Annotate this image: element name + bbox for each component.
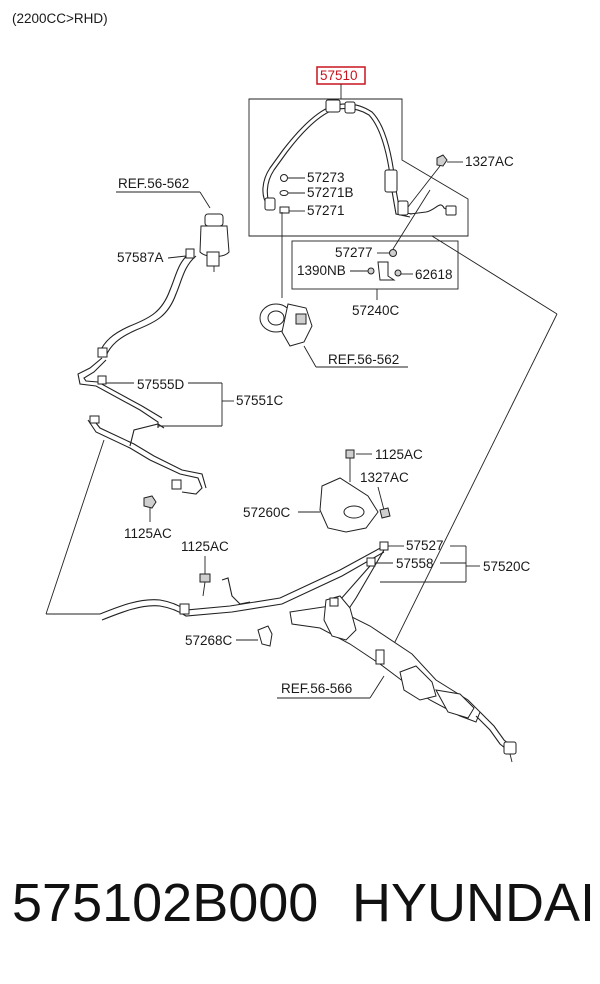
callout-57268C[interactable]: 57268C <box>185 633 233 648</box>
bolt-57277 <box>389 249 397 257</box>
callout-1125AC-c[interactable]: 1125AC <box>181 539 229 554</box>
leader-line <box>407 165 441 208</box>
bracket-57260C <box>319 477 379 533</box>
hose-clamp <box>97 347 108 358</box>
leader-line <box>199 191 211 209</box>
callout-1327AC-mid[interactable]: 1327AC <box>360 470 409 485</box>
callout-REF-56-562-pump[interactable]: REF.56-562 <box>328 352 399 367</box>
rack-boot <box>399 665 437 701</box>
leader-line <box>45 439 105 615</box>
bracket-group-frame <box>291 240 459 290</box>
hose-fitting-pump <box>264 197 276 211</box>
high-pressure-hose-edge <box>266 107 411 218</box>
washer-57271B <box>279 190 289 196</box>
rack-feed-pipe-edge <box>101 551 385 621</box>
pipe-clip <box>171 479 182 490</box>
callout-57587A[interactable]: 57587A <box>117 250 164 265</box>
pump-pulley-hub <box>267 310 285 326</box>
callout-1390NB[interactable]: 1390NB <box>297 263 346 278</box>
rack-pinion-housing <box>323 595 357 641</box>
variant-label: (2200CC>RHD) <box>12 11 108 26</box>
leader-line <box>303 345 317 368</box>
pipe-clip <box>97 375 107 385</box>
bracket-57240C <box>377 261 396 281</box>
hose-fitting <box>384 169 398 193</box>
callout-57551C[interactable]: 57551C <box>236 393 284 408</box>
leader-line <box>392 189 431 250</box>
bolt-1125AC <box>143 495 157 509</box>
clip-57268C <box>257 625 273 647</box>
hose-end-pipe <box>409 204 453 215</box>
hose-end-nut <box>445 205 457 216</box>
cooler-pipe <box>87 419 203 495</box>
callout-57271B[interactable]: 57271B <box>307 185 354 200</box>
tie-rod-stud <box>509 753 513 763</box>
leader-line <box>389 313 558 653</box>
pipe-to-rack-2 <box>347 549 385 611</box>
bolt-shank <box>202 581 206 597</box>
callout-57240C[interactable]: 57240C <box>352 303 400 318</box>
pipe-fitting-57558 <box>366 557 376 567</box>
rack-valve-cap <box>329 597 339 607</box>
callout-57271[interactable]: 57271 <box>307 203 345 218</box>
part-number: 575102B000 <box>12 873 319 933</box>
rack-port <box>375 649 385 665</box>
pump-body <box>281 303 313 347</box>
nut-1327AC <box>436 154 448 167</box>
hose-bracket <box>397 200 409 216</box>
bolt-1125AC-bracket <box>345 449 355 459</box>
callout-57555D[interactable]: 57555D <box>137 377 185 392</box>
bracket-hole <box>343 505 365 519</box>
callout-1125AC-a[interactable]: 1125AC <box>124 526 172 541</box>
callout-57510[interactable]: 57510 <box>320 68 358 83</box>
nut-62618 <box>394 269 402 277</box>
hose-clamp <box>185 248 195 259</box>
hose-group-frame <box>248 98 469 237</box>
suction-hose <box>99 252 191 353</box>
bolt-57273 <box>280 174 288 182</box>
callout-62618[interactable]: 62618 <box>415 267 453 282</box>
rack-boot-outer <box>435 689 475 719</box>
callout-57520C[interactable]: 57520C <box>483 559 531 574</box>
return-pipe-edge <box>83 359 163 419</box>
callout-REF-56-566[interactable]: REF.56-566 <box>281 681 352 696</box>
pipe-clip <box>179 603 190 615</box>
pipe-clip <box>89 415 100 424</box>
pump-port <box>295 313 307 325</box>
nut-1327AC-bracket <box>379 507 391 519</box>
callout-1125AC-b[interactable]: 1125AC <box>375 447 423 462</box>
hose-clamp <box>325 99 341 113</box>
callout-1327AC-top[interactable]: 1327AC <box>465 154 514 169</box>
reservoir-neck <box>206 251 220 267</box>
tie-rod-end <box>503 741 517 755</box>
leader-line <box>377 486 385 511</box>
bolt-1125AC-lower <box>199 573 211 583</box>
pipe-fitting-57527 <box>379 541 389 551</box>
callout-57277[interactable]: 57277 <box>335 245 373 260</box>
pipe-hanger <box>221 577 251 605</box>
callout-57273[interactable]: 57273 <box>307 170 345 185</box>
cooler-pipe-edge <box>91 417 207 489</box>
leader-line <box>369 675 385 699</box>
callout-57527[interactable]: 57527 <box>406 538 444 553</box>
brand-name: HYUNDAI <box>352 873 596 933</box>
leader-line <box>431 235 558 315</box>
clip-57271 <box>279 206 290 214</box>
callout-57558[interactable]: 57558 <box>396 556 434 571</box>
hose-clamp <box>344 101 356 114</box>
callout-REF-56-562-reservoir[interactable]: REF.56-562 <box>118 176 189 191</box>
cooler-pipe-loop <box>129 423 165 447</box>
callout-57260C[interactable]: 57260C <box>243 505 291 520</box>
reservoir-cap <box>204 213 224 227</box>
leader-line <box>167 255 187 259</box>
return-pipe <box>77 357 159 428</box>
suction-hose-edge <box>105 255 197 357</box>
bolt-1390NB <box>367 267 375 275</box>
